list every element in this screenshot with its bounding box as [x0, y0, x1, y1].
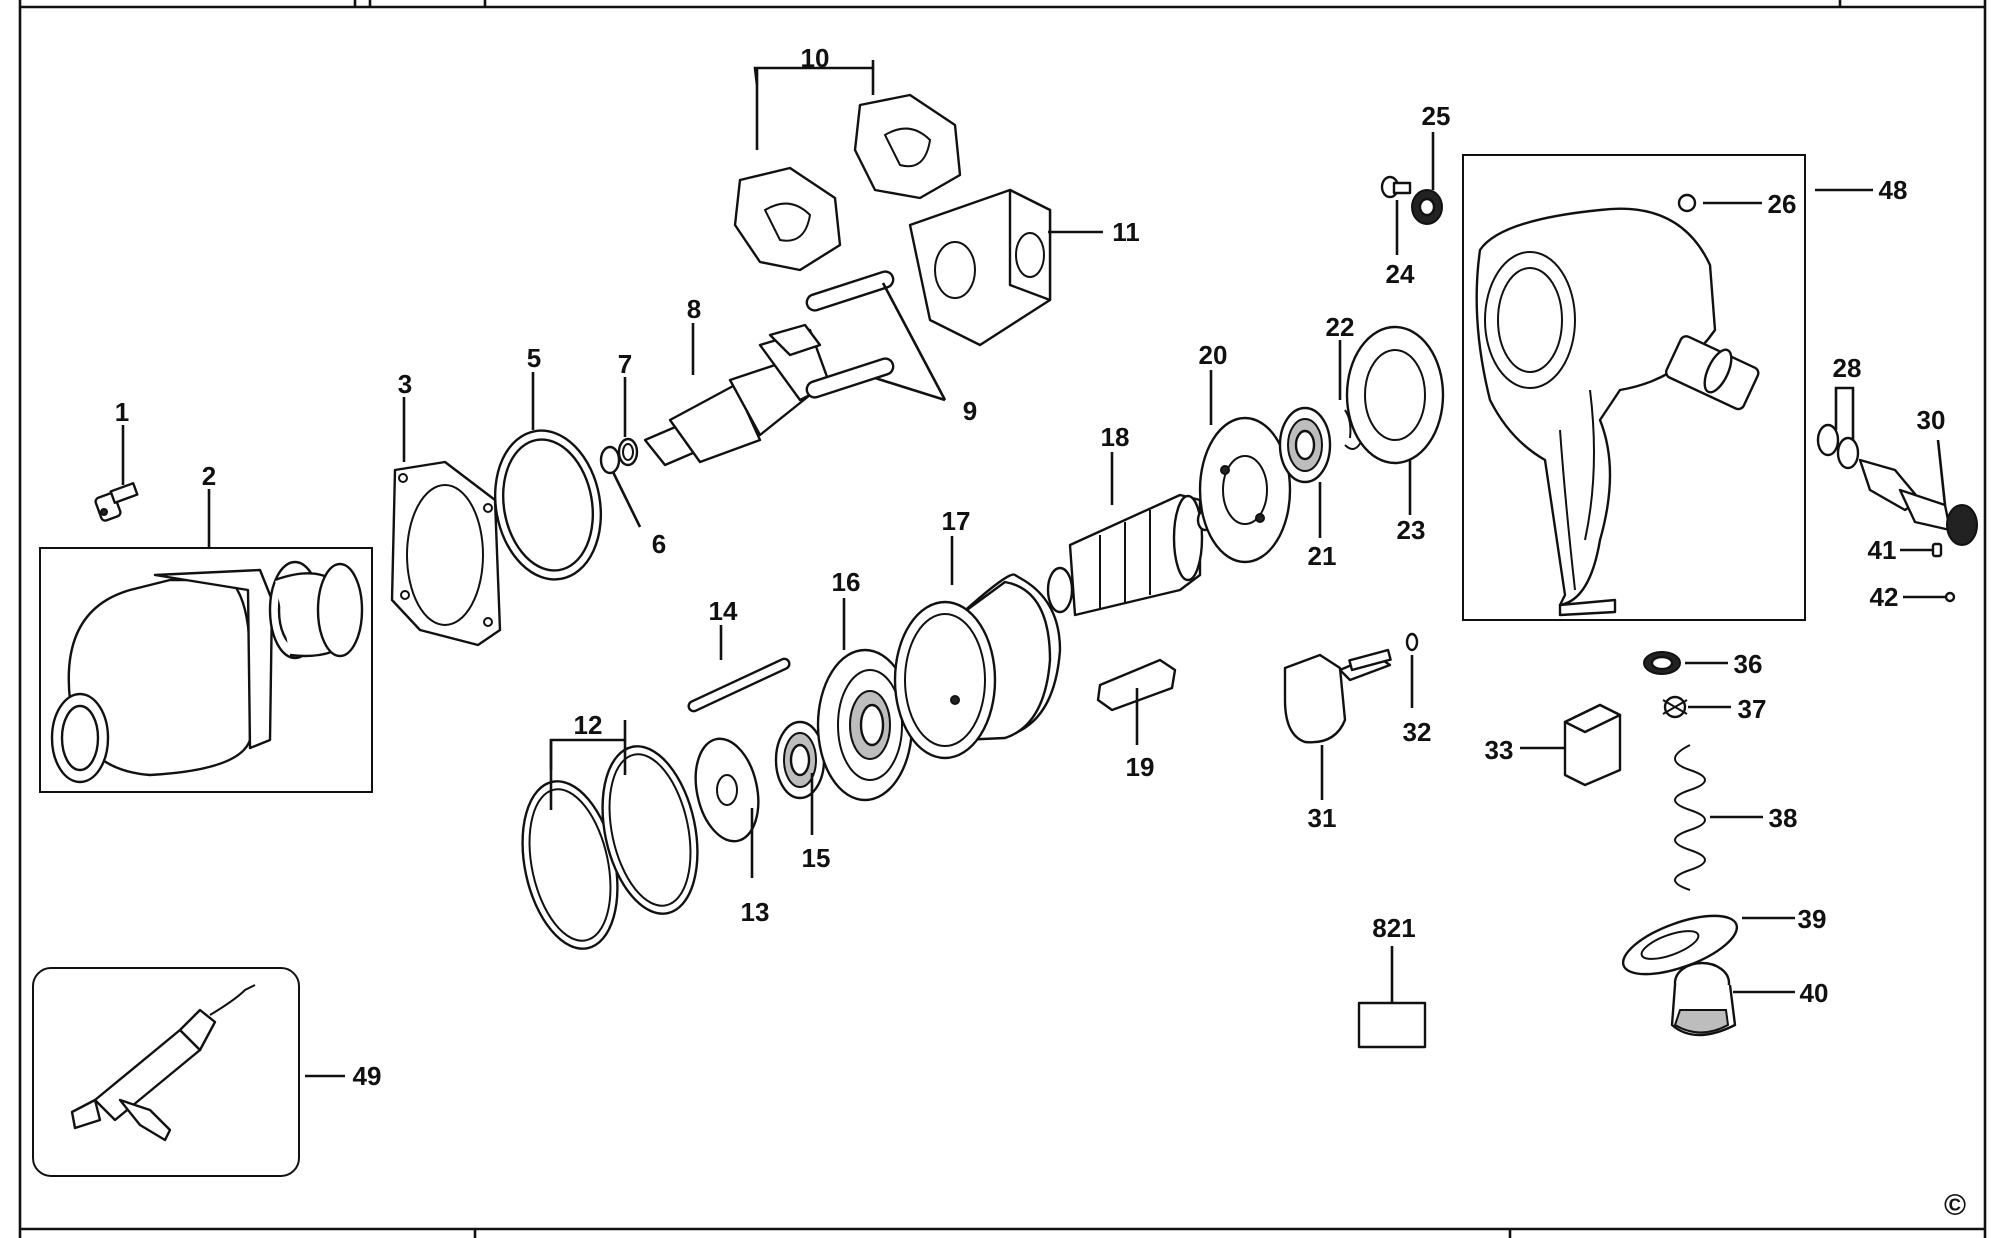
label-part-13: 13 — [741, 897, 770, 927]
part-13-end-plate — [694, 737, 760, 843]
label-part-5: 5 — [527, 343, 541, 373]
label-part-8: 8 — [687, 294, 701, 324]
part-2-front-housing — [39, 547, 373, 793]
label-part-49: 49 — [353, 1061, 382, 1091]
part-28-o-rings — [1816, 423, 1860, 470]
part-23-plate — [1345, 325, 1445, 465]
part-821-label — [1357, 1001, 1427, 1049]
part-1-screw — [94, 482, 139, 522]
part-12-rings — [521, 745, 699, 950]
part-14-pin — [687, 657, 791, 713]
label-part-12: 12 — [574, 710, 603, 740]
label-part-26: 26 — [1768, 189, 1797, 219]
label-part-1: 1 — [115, 397, 129, 427]
part-11-hammer-cage — [908, 188, 1052, 347]
part-number-labels: 1 2 3 5 6 7 8 9 10 11 12 13 14 15 16 17 … — [115, 43, 1946, 1091]
part-10-hammers — [733, 93, 962, 272]
label-part-9: 9 — [963, 396, 977, 426]
label-part-15: 15 — [802, 843, 831, 873]
part-25-nut — [1411, 189, 1443, 225]
label-part-42: 42 — [1870, 582, 1899, 612]
label-part-24: 24 — [1386, 259, 1415, 289]
part-19-vane — [1096, 658, 1177, 712]
label-part-2: 2 — [202, 461, 216, 491]
part-36-seat — [1643, 651, 1681, 675]
label-part-22: 22 — [1326, 312, 1355, 342]
part-49-oiler — [32, 967, 300, 1177]
part-48-handle-housing — [1462, 154, 1806, 621]
part-18-rotor — [1046, 493, 1214, 617]
part-5-o-ring — [493, 429, 603, 581]
label-part-17: 17 — [942, 506, 971, 536]
label-part-20: 20 — [1199, 340, 1228, 370]
label-part-25: 25 — [1422, 101, 1451, 131]
drawing-frame — [18, 0, 1987, 1238]
label-part-32: 32 — [1403, 717, 1432, 747]
label-part-14: 14 — [709, 596, 738, 626]
part-6-7-washers — [599, 437, 639, 475]
label-part-821: 821 — [1372, 913, 1415, 943]
part-37-valve — [1662, 695, 1688, 719]
label-part-7: 7 — [618, 349, 632, 379]
part-21-bearing — [1278, 406, 1332, 484]
part-32-o-ring — [1405, 632, 1419, 652]
label-part-21: 21 — [1308, 541, 1337, 571]
part-17-cylinder — [893, 573, 1062, 760]
label-part-40: 40 — [1800, 978, 1829, 1008]
label-part-16: 16 — [832, 567, 861, 597]
label-part-10: 10 — [801, 43, 830, 73]
part-20-front-plate — [1198, 416, 1292, 564]
label-part-36: 36 — [1734, 649, 1763, 679]
label-part-11: 11 — [1112, 217, 1140, 247]
label-part-48: 48 — [1879, 175, 1908, 205]
part-3-gasket — [390, 460, 502, 647]
label-part-41: 41 — [1868, 535, 1897, 565]
label-part-23: 23 — [1397, 515, 1426, 545]
part-41-spring — [1931, 542, 1943, 558]
leader-lines — [121, 60, 1947, 1078]
label-part-6: 6 — [652, 529, 666, 559]
label-part-31: 31 — [1308, 803, 1337, 833]
label-part-18: 18 — [1101, 422, 1130, 452]
label-part-33: 33 — [1485, 735, 1514, 765]
label-part-39: 39 — [1798, 904, 1827, 934]
label-part-3: 3 — [398, 369, 412, 399]
part-31-trigger — [1283, 648, 1392, 744]
part-15-bearing — [774, 720, 826, 800]
label-part-28: 28 — [1833, 353, 1862, 383]
label-part-38: 38 — [1769, 803, 1798, 833]
label-part-19: 19 — [1126, 752, 1155, 782]
part-8-anvil — [643, 323, 832, 467]
label-part-37: 37 — [1738, 694, 1767, 724]
part-24-screw — [1380, 175, 1412, 199]
part-33-muffler — [1563, 703, 1622, 787]
label-part-30: 30 — [1917, 405, 1946, 435]
part-42-ball — [1944, 591, 1956, 603]
part-38-spring — [1674, 744, 1706, 891]
part-30-reverse-valve — [1858, 458, 1978, 546]
part-40-inlet — [1670, 961, 1737, 1037]
part-9-pins — [805, 270, 895, 399]
copyright-mark: © — [1944, 1189, 1966, 1222]
